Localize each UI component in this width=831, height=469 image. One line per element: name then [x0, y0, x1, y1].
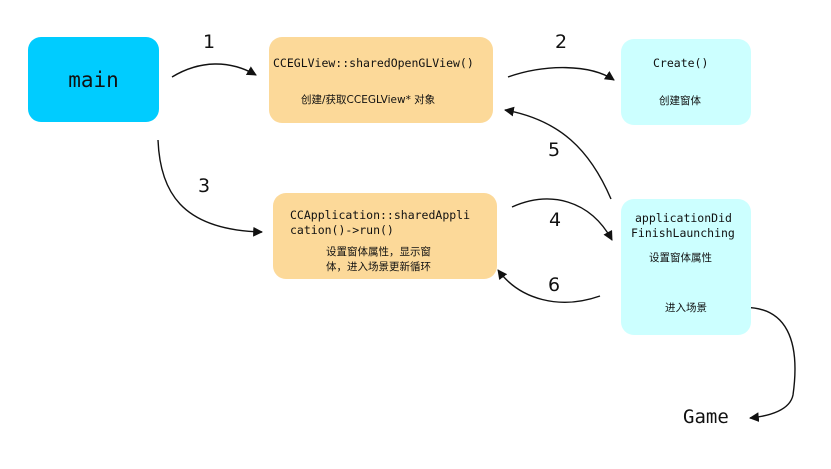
- edge-5-label: 5: [548, 139, 561, 161]
- game-label: Game: [683, 406, 729, 428]
- edge-1-label: 1: [203, 31, 216, 53]
- application-node: CCApplication::sharedAppli cation()->run…: [273, 193, 497, 279]
- edge-3-label: 3: [198, 175, 211, 197]
- delegate-desc1: 设置窗体属性: [649, 252, 712, 264]
- main-label: main: [68, 67, 119, 92]
- app-code-line2: cation()->run(): [290, 223, 394, 237]
- delegate-code-line1: applicationDid: [635, 211, 732, 225]
- opengl-view-node: CCEGLView::sharedOpenGLView() 创建/获取CCEGL…: [269, 37, 493, 123]
- edge-3-arrow: [157, 139, 263, 237]
- create-desc: 创建窗体: [659, 95, 701, 107]
- delegate-desc2: 进入场景: [665, 302, 707, 314]
- edge-4-arrow: [511, 198, 613, 241]
- edge-2-label: 2: [555, 31, 568, 53]
- opengl-desc: 创建/获取CCEGLView* 对象: [301, 94, 436, 106]
- create-node: Create() 创建窗体: [621, 39, 751, 125]
- opengl-code: CCEGLView::sharedOpenGLView(): [273, 56, 474, 70]
- edge-1-arrow: [171, 63, 257, 78]
- app-desc-line1: 设置窗体属性，显示窗: [326, 246, 431, 258]
- edge-6-arrow: [497, 269, 601, 303]
- app-code-line1: CCApplication::sharedAppli: [290, 208, 471, 222]
- edge-4-label: 4: [549, 209, 562, 231]
- edge-2-arrow: [507, 66, 615, 81]
- delegate-code-line2: FinishLaunching: [631, 226, 735, 240]
- create-code: Create(): [653, 56, 709, 70]
- edge-6-label: 6: [548, 274, 561, 296]
- main-node: main: [28, 37, 159, 122]
- edge-game-arrow: [734, 306, 796, 422]
- app-desc-line2: 体，进入场景更新循环: [326, 261, 431, 273]
- app-delegate-node: applicationDid FinishLaunching 设置窗体属性 进入…: [621, 199, 751, 335]
- edge-5-arrow: [504, 106, 612, 200]
